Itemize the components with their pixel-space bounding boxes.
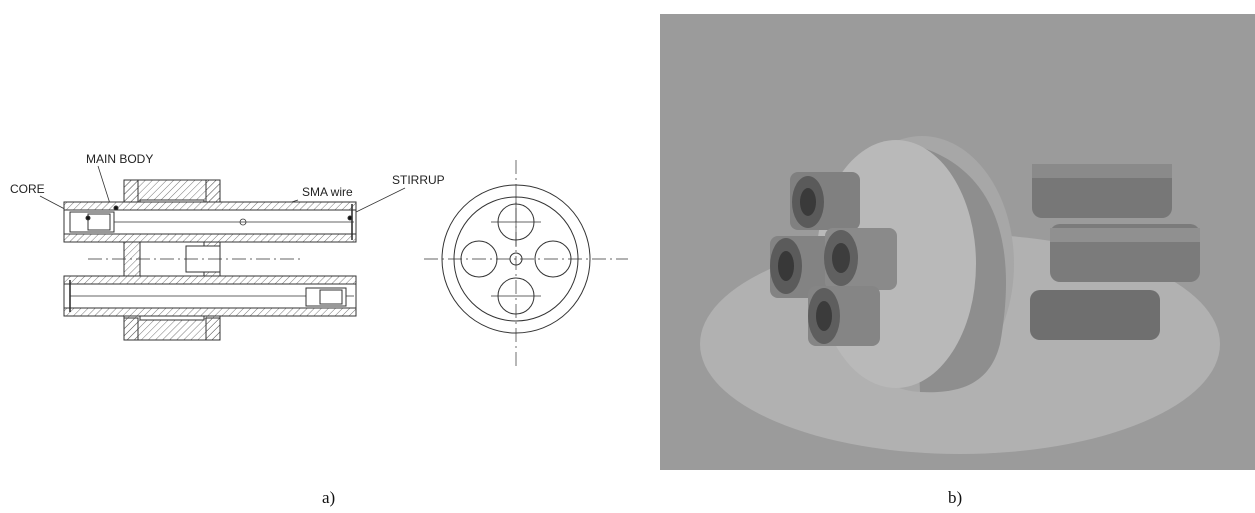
front-tubes <box>770 172 897 346</box>
caption-a: a) <box>322 488 336 507</box>
device-photo-illustration <box>660 14 1255 470</box>
label-stirrup: STIRRUP <box>392 173 445 187</box>
caption-b: b) <box>948 488 963 507</box>
technical-drawing: CORE MAIN BODY SMA wire STIRRUP <box>10 152 628 368</box>
label-sma-wire: SMA wire <box>302 185 353 199</box>
front-view <box>424 160 628 368</box>
side-section-view <box>63 179 357 341</box>
device-photo <box>660 14 1255 470</box>
label-core: CORE <box>10 182 45 196</box>
label-main-body: MAIN BODY <box>86 152 153 166</box>
